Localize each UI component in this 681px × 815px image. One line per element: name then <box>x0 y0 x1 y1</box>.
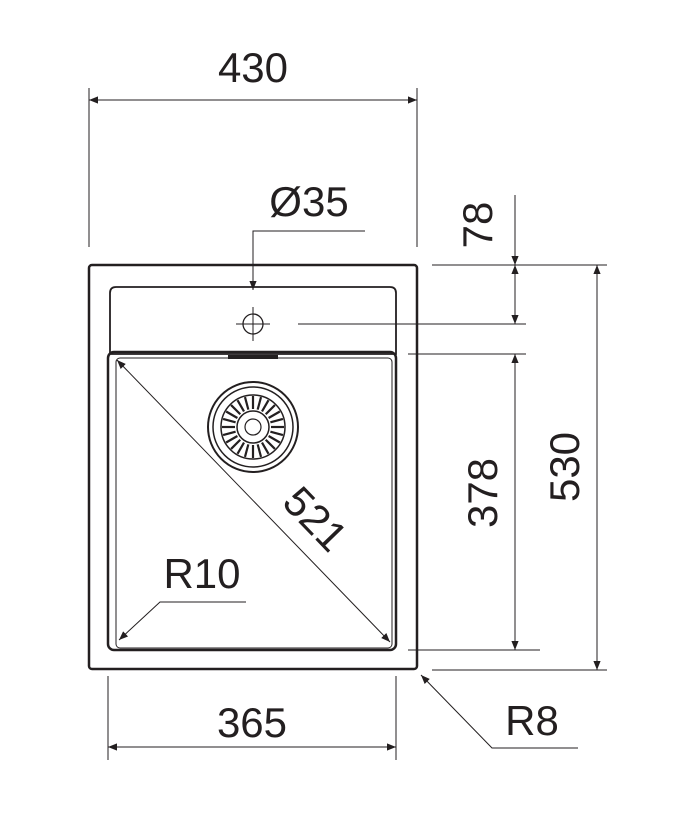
strainer-rib <box>261 442 270 455</box>
strainer-rib <box>256 444 263 458</box>
drain-strainer-icon <box>207 381 299 473</box>
tap-hole-offset-label: 78 <box>454 202 501 249</box>
strainer-rib <box>268 410 281 419</box>
strainer-rib <box>230 438 242 450</box>
dimension-bowl-width: 365 <box>107 676 397 760</box>
dimension-bowl-depth: 378 <box>459 354 519 650</box>
dimension-tap-hole-diameter: Ø35 <box>249 178 365 290</box>
bowl-width-label: 365 <box>217 699 287 746</box>
strainer-rib <box>270 417 284 424</box>
strainer-rib <box>243 444 250 458</box>
dimension-overall-width: 430 <box>88 44 418 247</box>
tap-hole-diameter-label: Ø35 <box>269 178 348 225</box>
inner-radius-label: R10 <box>163 550 240 597</box>
dimension-tap-hole-offset: 78 <box>454 195 519 324</box>
tap-hole-symbol <box>236 307 270 341</box>
strainer-rib <box>230 404 242 416</box>
outer-radius-label: R8 <box>505 697 559 744</box>
strainer-rib <box>236 442 245 455</box>
strainer-rib <box>268 435 281 444</box>
strainer-rib <box>225 435 238 444</box>
strainer-rib <box>264 438 276 450</box>
strainer-rib <box>225 410 238 419</box>
strainer-rib <box>270 430 284 437</box>
bowl-depth-label: 378 <box>459 458 506 528</box>
strainer-rib <box>243 396 250 410</box>
overall-width-label: 430 <box>218 44 288 91</box>
dimension-inner-radius: R10 <box>118 550 246 641</box>
dimension-outer-radius: R8 <box>420 674 578 749</box>
overall-height-label: 530 <box>541 432 588 502</box>
strainer-rib <box>256 396 263 410</box>
strainer-rib <box>264 404 276 416</box>
bowl-diagonal-label: 521 <box>274 477 356 560</box>
dimension-right-extensions <box>298 264 607 671</box>
strainer-rib <box>261 399 270 412</box>
dimension-overall-height: 530 <box>541 265 601 670</box>
strainer-rib <box>222 417 236 424</box>
strainer-rib <box>236 399 245 412</box>
strainer-rib <box>222 430 236 437</box>
